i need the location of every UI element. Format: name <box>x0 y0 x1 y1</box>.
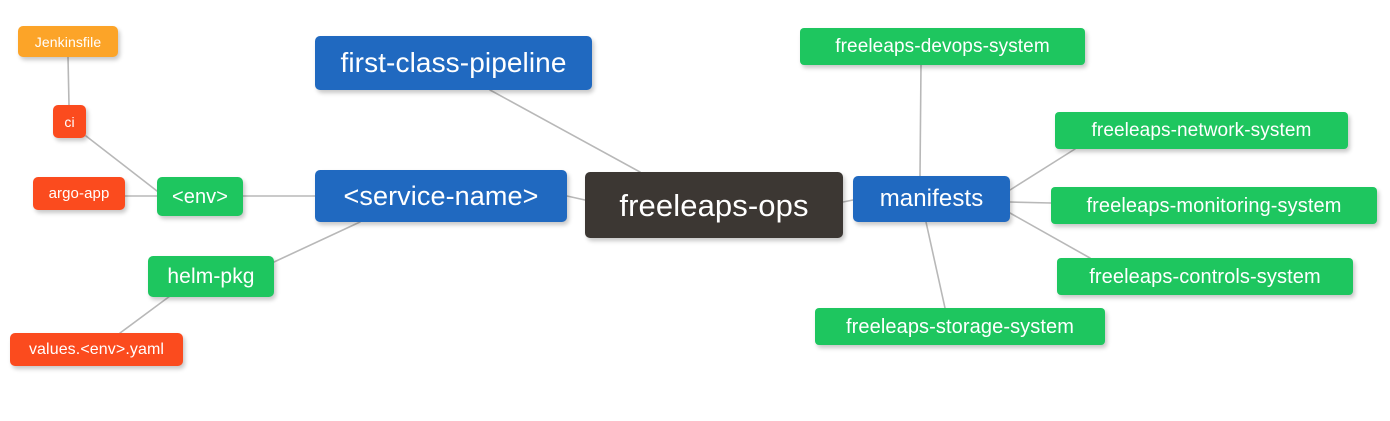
mindmap-node-label-freeleaps-devops-system: freeleaps-devops-system <box>835 36 1050 57</box>
edge-manifests-network <box>1009 148 1076 191</box>
mindmap-node-freeleaps-devops-system[interactable]: freeleaps-devops-system <box>800 28 1085 65</box>
mindmap-node-label-service-name: <service-name> <box>343 180 539 211</box>
mindmap-node-label-freeleaps-ops: freeleaps-ops <box>619 187 809 223</box>
mindmap-node-freeleaps-monitoring-system[interactable]: freeleaps-monitoring-system <box>1051 187 1377 224</box>
mindmap-node-ci[interactable]: ci <box>53 105 86 138</box>
mindmap-node-freeleaps-controls-system[interactable]: freeleaps-controls-system <box>1057 258 1353 295</box>
edge-manifests-monitoring <box>1009 201 1052 204</box>
mindmap-node-freeleaps-ops[interactable]: freeleaps-ops <box>585 172 843 238</box>
mindmap-node-label-env: <env> <box>171 185 229 208</box>
mindmap-node-label-jenkinsfile: Jenkinsfile <box>34 33 102 50</box>
mindmap-node-jenkinsfile[interactable]: Jenkinsfile <box>18 26 118 57</box>
mindmap-node-label-freeleaps-network-system: freeleaps-network-system <box>1091 120 1312 141</box>
mindmap-node-helm-pkg[interactable]: helm-pkg <box>148 256 274 297</box>
edge-manifests-storage <box>925 221 946 309</box>
mindmap-node-label-manifests: manifests <box>879 185 984 212</box>
mindmap-node-label-values-env-yaml: values.<env>.yaml <box>28 340 165 358</box>
mindmap-node-label-freeleaps-controls-system: freeleaps-controls-system <box>1089 265 1321 288</box>
mindmap-node-manifests[interactable]: manifests <box>853 176 1010 222</box>
mindmap-node-label-argo-app: argo-app <box>48 185 110 202</box>
mindmap-node-freeleaps-network-system[interactable]: freeleaps-network-system <box>1055 112 1348 149</box>
mindmap-node-label-first-class-pipeline: first-class-pipeline <box>340 47 567 78</box>
mindmap-node-first-class-pipeline[interactable]: first-class-pipeline <box>315 36 592 90</box>
edge-jenkinsfile-ci <box>67 56 70 106</box>
edge-servicename-ops <box>566 195 586 201</box>
mindmap-node-label-freeleaps-monitoring-system: freeleaps-monitoring-system <box>1086 194 1342 217</box>
mindmap-node-label-freeleaps-storage-system: freeleaps-storage-system <box>845 315 1075 338</box>
edge-ops-manifests <box>842 199 854 203</box>
edge-servicename-helmpkg <box>273 221 361 263</box>
mindmap-node-values-env-yaml[interactable]: values.<env>.yaml <box>10 333 183 366</box>
mindmap-node-freeleaps-storage-system[interactable]: freeleaps-storage-system <box>815 308 1105 345</box>
mindmap-node-service-name[interactable]: <service-name> <box>315 170 567 222</box>
edge-helmpkg-values <box>119 295 171 334</box>
edge-firstclass-ops <box>489 89 641 173</box>
mindmap-node-argo-app[interactable]: argo-app <box>33 177 125 210</box>
edge-manifests-devops <box>919 64 922 177</box>
mindmap-node-label-helm-pkg: helm-pkg <box>167 265 255 288</box>
mindmap-node-label-ci: ci <box>64 113 75 130</box>
mindmap-node-env[interactable]: <env> <box>157 177 243 216</box>
